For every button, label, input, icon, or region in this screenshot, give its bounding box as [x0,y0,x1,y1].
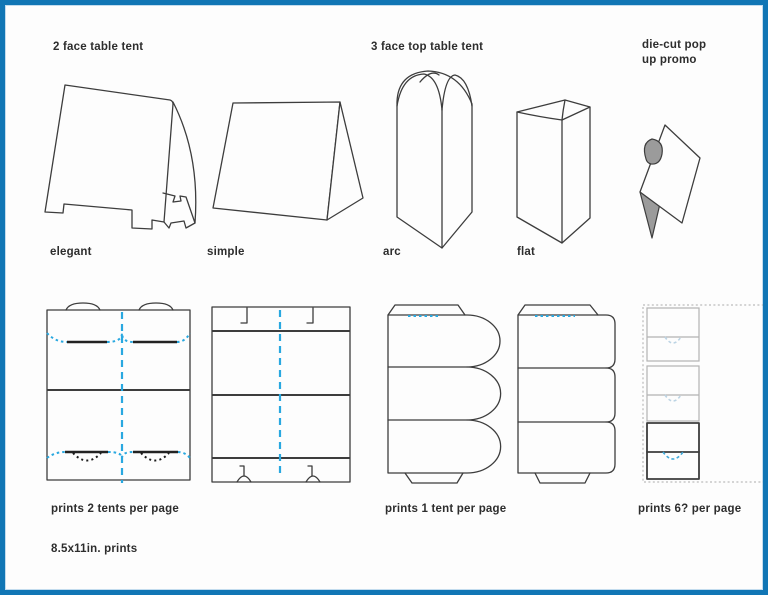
label-flat: flat [517,246,536,258]
caption-prints-1-tent: prints 1 tent per page [385,503,507,515]
elegant-tent-drawing [44,84,197,230]
heading-die-cut-line2: up promo [642,54,697,66]
flat-print-layout [517,304,616,484]
heading-die-cut-line1: die-cut pop [642,39,707,51]
die-cut-card-3 [646,422,700,480]
die-cut-card-1 [646,307,700,362]
heading-two-face-table-tent: 2 face table tent [53,41,144,53]
arc-print-layout [387,304,502,484]
label-arc: arc [383,246,401,258]
label-simple: simple [207,246,245,258]
caption-page-size: 8.5x11in. prints [51,543,138,555]
die-cut-promo-drawing [639,124,701,239]
flat-tent-drawing [516,99,591,244]
label-elegant: elegant [50,246,92,258]
die-cut-card-2 [646,365,700,422]
simple-tent-drawing [212,101,364,221]
caption-prints-2-tents: prints 2 tents per page [51,503,179,515]
die-cut-print-layout [642,304,763,483]
caption-prints-6: prints 6? per page [638,503,742,515]
elegant-print-layout [46,302,191,483]
simple-print-layout [211,306,351,483]
heading-three-face-table-tent: 3 face top table tent [371,41,484,53]
arc-tent-drawing [396,70,473,249]
heading-die-cut-promo: die-cut pop up promo [642,38,737,68]
